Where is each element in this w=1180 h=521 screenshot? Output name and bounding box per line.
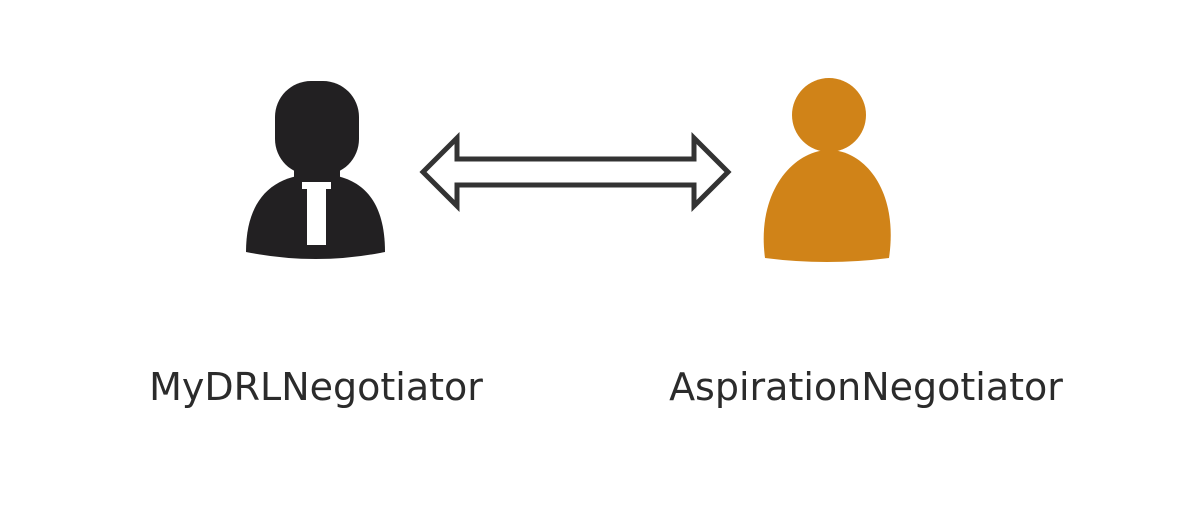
double-headed-arrow-icon	[419, 131, 732, 213]
businessman-icon	[246, 81, 385, 259]
agent-label-mydrlnegotiator: MyDRLNegotiator	[149, 365, 483, 409]
agent-label-aspirationnegotiator: AspirationNegotiator	[669, 365, 1063, 409]
person-icon	[763, 78, 891, 262]
